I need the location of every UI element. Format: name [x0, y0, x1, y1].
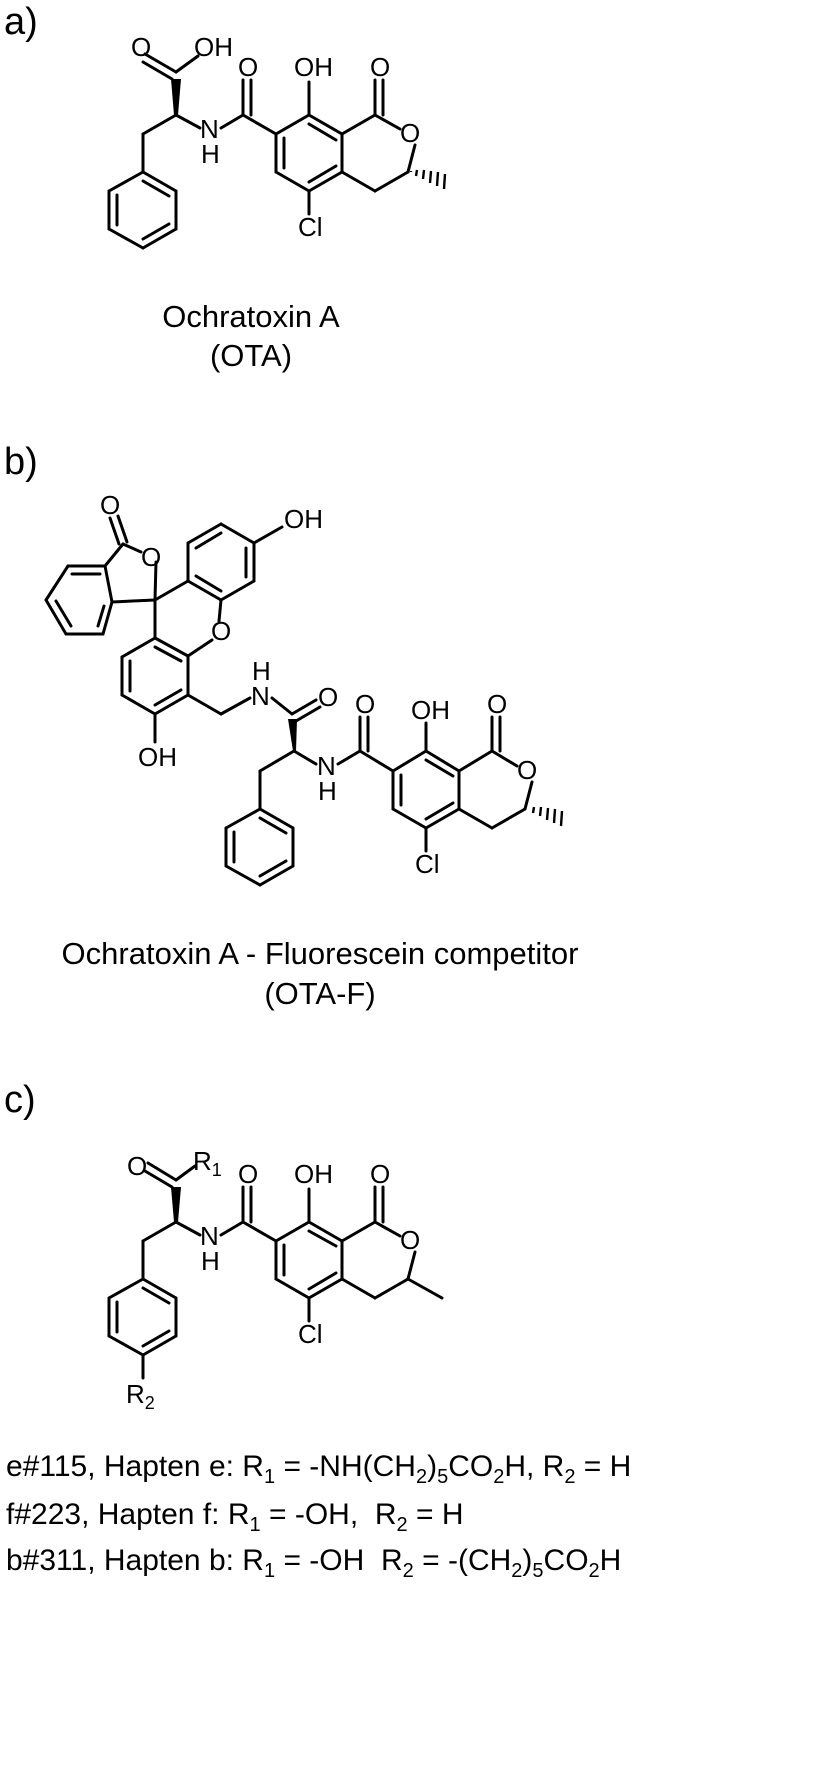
ota-caption-abbr: (OTA) [210, 338, 292, 373]
ota-caption-name: Ochratoxin A [162, 299, 340, 334]
hapten-nh-n: N [200, 1221, 219, 1251]
ota-f-caption-name: Ochratoxin A - Fluorescein competitor [62, 936, 579, 971]
panel-a-letter: a) [4, 1, 38, 43]
ota-lactone-carbonyl-o: O [370, 52, 390, 82]
ota-f-nh2-h: H [318, 776, 337, 806]
panel-a: a) [4, 1, 447, 373]
hapten-lactone-carbonyl-o: O [370, 1159, 390, 1189]
ota-acid-o: O [131, 32, 151, 62]
hapten-line-e: e#115, Hapten e: R1 = -NH(CH2)5CO2H, R2 … [6, 1450, 632, 1488]
ota-acid-oh: OH [194, 32, 233, 62]
hapten-line-b: b#311, Hapten b: R1 = -OH R2 = -(CH2)5CO… [6, 1544, 622, 1582]
ota-f-lactone-o2: O [141, 542, 161, 572]
hapten-phenol-oh: OH [294, 1159, 333, 1189]
ota-f-nh1-h: H [252, 656, 271, 686]
ota-f-lactone-o1: O [100, 490, 120, 520]
ota-f-amide2-o: O [355, 689, 375, 719]
ota-f-nh1-n: N [251, 681, 270, 711]
hapten-ring-o: O [400, 1225, 420, 1255]
ota-f-cl: Cl [415, 849, 440, 879]
ota-f-nh2-n: N [317, 751, 336, 781]
ota-f-oh-top: OH [284, 504, 323, 534]
ota-nh-n: N [200, 114, 219, 144]
ota-f-bonds [44, 514, 564, 887]
ota-f-amide1-o: O [318, 682, 338, 712]
hapten-nh-h: H [201, 1246, 220, 1276]
hapten-carbonyl-o: O [127, 1151, 147, 1181]
panel-c-letter: c) [4, 1079, 36, 1121]
ota-amide-o: O [238, 52, 258, 82]
ota-ring-o: O [400, 118, 420, 148]
ota-f-oh-left: OH [138, 742, 177, 772]
ota-f-lactone-carbonyl-o: O [487, 689, 507, 719]
hapten-line-f: f#223, Hapten f: R1 = -OH, R2 = H [6, 1498, 464, 1536]
ota-nh-h: H [201, 139, 220, 169]
hapten-r2: R2 [126, 1379, 155, 1413]
ota-bonds [107, 52, 447, 250]
ota-f-caption-abbr: (OTA-F) [264, 976, 375, 1011]
panel-b-letter: b) [4, 441, 38, 483]
ota-f-xanthene-o: O [211, 616, 231, 646]
ota-phenol-oh: OH [294, 52, 333, 82]
hapten-amide-o: O [238, 1159, 258, 1189]
hapten-r1: R1 [193, 1146, 222, 1180]
panel-b: b) [4, 441, 578, 1011]
hapten-bonds [107, 1161, 444, 1380]
ota-f-ring-o: O [517, 755, 537, 785]
panel-c: c) [4, 1079, 444, 1413]
ota-cl: Cl [298, 212, 323, 242]
ota-f-phenol-oh: OH [411, 695, 450, 725]
hapten-cl: Cl [298, 1319, 323, 1349]
